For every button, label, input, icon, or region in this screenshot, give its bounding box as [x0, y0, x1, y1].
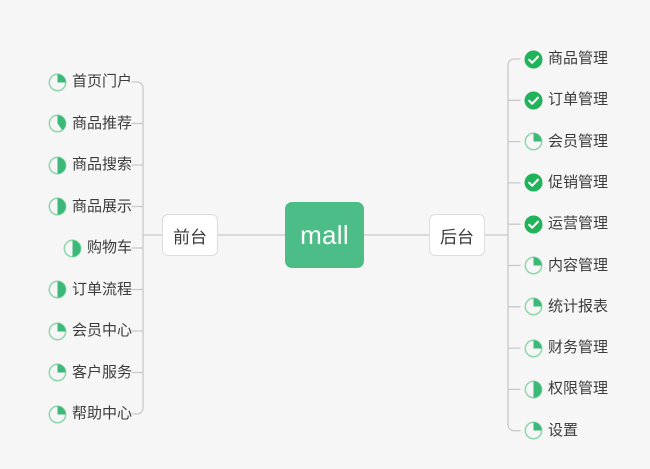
leaf-item-frontend-6[interactable]: 会员中心: [48, 318, 132, 344]
progress-pie-icon: [48, 156, 67, 175]
progress-pie-icon: [48, 114, 67, 133]
root-node-mall[interactable]: mall: [285, 202, 364, 268]
leaf-item-backend-6[interactable]: 统计报表: [524, 294, 608, 320]
leaf-item-frontend-1[interactable]: 商品推荐: [48, 111, 132, 137]
progress-pie-icon: [524, 132, 543, 151]
leaf-item-label: 订单管理: [548, 91, 609, 109]
check-circle-icon: [524, 50, 543, 69]
progress-pie-icon: [48, 363, 67, 382]
progress-pie-icon: [524, 297, 543, 316]
progress-pie-icon: [48, 322, 67, 341]
leaf-item-backend-7[interactable]: 财务管理: [524, 335, 608, 361]
leaf-item-label: 运营管理: [548, 215, 609, 233]
leaf-item-frontend-3[interactable]: 商品展示: [48, 194, 132, 220]
leaf-item-label: 统计报表: [548, 297, 609, 315]
branch-node-label: 后台: [440, 227, 474, 247]
check-circle-icon: [524, 91, 543, 110]
leaf-item-label: 客户服务: [71, 363, 132, 381]
leaf-item-frontend-7[interactable]: 客户服务: [48, 360, 132, 386]
progress-pie-icon: [48, 405, 67, 424]
leaf-item-backend-1[interactable]: 订单管理: [524, 87, 608, 113]
leaf-item-label: 购物车: [86, 239, 132, 256]
leaf-item-backend-0[interactable]: 商品管理: [524, 46, 608, 72]
progress-pie-icon: [48, 280, 67, 299]
leaf-item-backend-9[interactable]: 设置: [524, 418, 578, 444]
leaf-item-label: 财务管理: [548, 339, 609, 357]
leaf-item-label: 商品推荐: [71, 114, 132, 132]
check-circle-icon: [524, 215, 543, 234]
leaf-item-frontend-5[interactable]: 订单流程: [48, 277, 132, 303]
leaf-item-frontend-0[interactable]: 首页门户: [48, 69, 132, 95]
progress-pie-icon: [48, 73, 67, 92]
check-circle-icon: [524, 173, 543, 192]
leaf-item-label: 内容管理: [548, 256, 609, 274]
progress-pie-icon: [524, 421, 543, 440]
leaf-item-backend-8[interactable]: 权限管理: [524, 376, 608, 402]
leaf-item-frontend-2[interactable]: 商品搜索: [48, 152, 132, 178]
progress-pie-icon: [48, 197, 67, 216]
leaf-item-frontend-8[interactable]: 帮助中心: [48, 401, 132, 427]
leaf-item-label: 促销管理: [548, 173, 609, 191]
branch-node-backend[interactable]: 后台: [429, 214, 485, 256]
leaf-item-backend-4[interactable]: 运营管理: [524, 211, 608, 237]
leaf-item-label: 会员管理: [548, 132, 609, 150]
progress-pie-icon: [524, 380, 543, 399]
progress-pie-icon: [524, 339, 543, 358]
progress-pie-icon: [524, 256, 543, 275]
leaf-item-label: 首页门户: [71, 73, 132, 90]
leaf-item-label: 设置: [548, 421, 579, 439]
leaf-item-frontend-4[interactable]: 购物车: [63, 235, 132, 261]
root-node-label: mall: [300, 219, 349, 250]
progress-pie-icon: [63, 239, 82, 258]
leaf-item-backend-2[interactable]: 会员管理: [524, 129, 608, 155]
leaf-item-label: 权限管理: [548, 380, 609, 398]
leaf-item-label: 会员中心: [71, 322, 132, 339]
leaf-item-backend-3[interactable]: 促销管理: [524, 170, 608, 196]
leaf-item-label: 商品搜索: [71, 156, 132, 173]
leaf-item-label: 商品管理: [548, 50, 609, 67]
leaf-item-backend-5[interactable]: 内容管理: [524, 253, 608, 279]
leaf-item-label: 订单流程: [71, 280, 132, 298]
branch-node-frontend[interactable]: 前台: [162, 214, 218, 256]
leaf-item-label: 帮助中心: [71, 405, 132, 422]
leaf-item-label: 商品展示: [71, 197, 132, 215]
branch-node-label: 前台: [173, 227, 207, 247]
